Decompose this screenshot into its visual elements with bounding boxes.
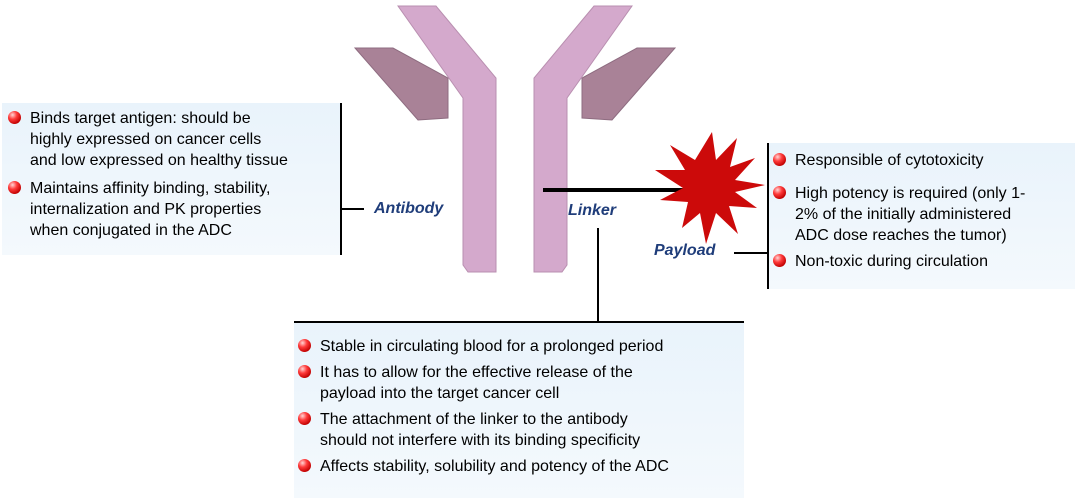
- bullet-icon: [298, 459, 311, 472]
- bullet-icon: [773, 186, 786, 199]
- list-item: Affects stability, solubility and potenc…: [298, 456, 744, 477]
- bullet-icon: [298, 365, 311, 378]
- bullet-icon: [8, 111, 21, 124]
- list-item: Non-toxic during circulation: [773, 251, 1075, 272]
- payload-properties-panel: [769, 143, 1075, 289]
- payload-connector: [734, 252, 769, 254]
- antibody-bracket-line: [340, 103, 342, 255]
- linker-connector: [597, 228, 599, 322]
- bullet-icon: [773, 153, 786, 166]
- antibody-properties-panel: [2, 103, 340, 255]
- bullet-text: Binds target antigen: should be highly e…: [30, 110, 288, 169]
- list-item: The attachment of the linker to the anti…: [298, 409, 744, 451]
- bullet-text: The attachment of the linker to the anti…: [320, 411, 641, 449]
- antibody-heavy-chain-left: [397, 5, 497, 273]
- list-item: Stable in circulating blood for a prolon…: [298, 336, 744, 357]
- bullet-text: Affects stability, solubility and potenc…: [320, 458, 669, 475]
- antibody-light-chain-right: [581, 47, 677, 121]
- bullet-text: It has to allow for the effective releas…: [320, 364, 633, 402]
- linker-properties-list: Stable in circulating blood for a prolon…: [298, 336, 744, 477]
- antibody-label: Antibody: [374, 200, 444, 217]
- payload-properties-list: Responsible of cytotoxicity High potency…: [773, 150, 1075, 272]
- bullet-text: Responsible of cytotoxicity: [795, 152, 984, 169]
- linker-bracket-line: [294, 321, 744, 323]
- antibody-properties-list: Binds target antigen: should be highly e…: [8, 108, 343, 241]
- bullet-text: Non-toxic during circulation: [795, 253, 988, 270]
- list-item: Maintains affinity binding, stability, i…: [8, 178, 343, 241]
- antibody-heavy-chain-right: [533, 5, 633, 273]
- payload-bracket-line: [767, 143, 769, 289]
- linker-properties-panel: [294, 322, 744, 498]
- bullet-text: Stable in circulating blood for a prolon…: [320, 338, 664, 355]
- list-item: Responsible of cytotoxicity: [773, 150, 1075, 171]
- list-item: High potency is required (only 1- 2% of …: [773, 183, 1075, 246]
- bullet-icon: [298, 339, 311, 352]
- list-item: It has to allow for the effective releas…: [298, 362, 744, 404]
- payload-label: Payload: [654, 242, 716, 259]
- bullet-icon: [8, 181, 21, 194]
- linker-label: Linker: [568, 202, 617, 219]
- bullet-text: Maintains affinity binding, stability, i…: [30, 180, 271, 239]
- bullet-icon: [298, 412, 311, 425]
- list-item: Binds target antigen: should be highly e…: [8, 108, 343, 171]
- antibody-connector: [340, 208, 364, 210]
- antibody-light-chain-left: [353, 47, 449, 121]
- bullet-text: High potency is required (only 1- 2% of …: [795, 185, 1026, 244]
- payload-star: [655, 132, 765, 244]
- bullet-icon: [773, 254, 786, 267]
